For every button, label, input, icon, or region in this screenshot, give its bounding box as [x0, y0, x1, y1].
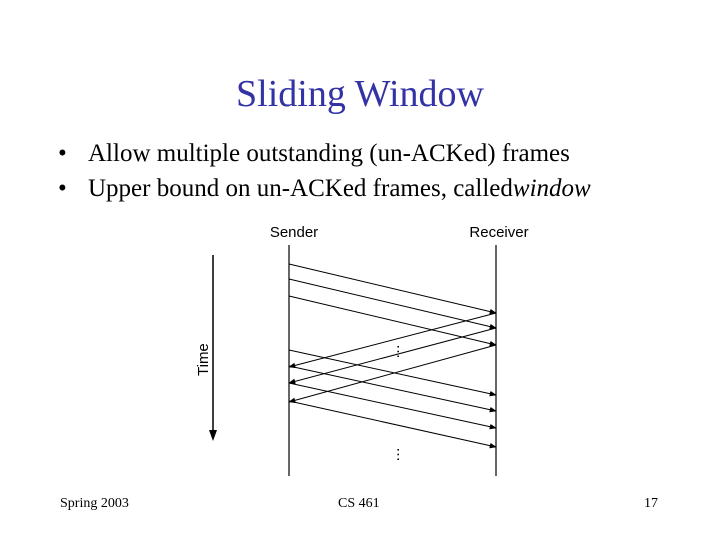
ellipsis-mark: … — [386, 447, 403, 462]
footer-course: CS 461 — [338, 496, 380, 511]
slide-title: Sliding Window — [236, 73, 484, 115]
footer-date: Spring 2003 — [60, 496, 129, 511]
ack-arrow — [288, 327, 497, 385]
frame-arrows — [288, 263, 497, 449]
frame-arrow — [288, 382, 497, 430]
ack-arrow — [288, 344, 497, 404]
time-arrow-icon — [209, 430, 217, 441]
bullet-item: • Allow multiple outstanding (un-ACKed) … — [58, 136, 698, 171]
frame-arrow — [288, 278, 497, 330]
bullet-dot-icon: • — [58, 175, 67, 202]
bullet-text: Allow multiple outstanding (un-ACKed) fr… — [88, 140, 570, 167]
frame-arrow — [288, 263, 497, 315]
frame-arrow — [288, 400, 497, 449]
time-axis-label: Time — [195, 343, 212, 376]
ack-arrow — [288, 312, 497, 369]
bullet-list: • Allow multiple outstanding (un-ACKed) … — [58, 136, 698, 206]
bullet-item: • Upper bound on un-ACKed frames, called… — [58, 171, 698, 206]
ack-arrows — [288, 312, 497, 404]
sender-label: Sender — [270, 224, 318, 241]
ellipsis-mark: … — [386, 344, 403, 359]
bullet-emphasis: window — [512, 175, 591, 202]
receiver-label: Receiver — [469, 224, 528, 241]
bullet-text: Upper bound on un-ACKed frames, called — [88, 175, 513, 202]
bullet-dot-icon: • — [58, 140, 67, 167]
footer-page-number: 17 — [644, 496, 658, 511]
